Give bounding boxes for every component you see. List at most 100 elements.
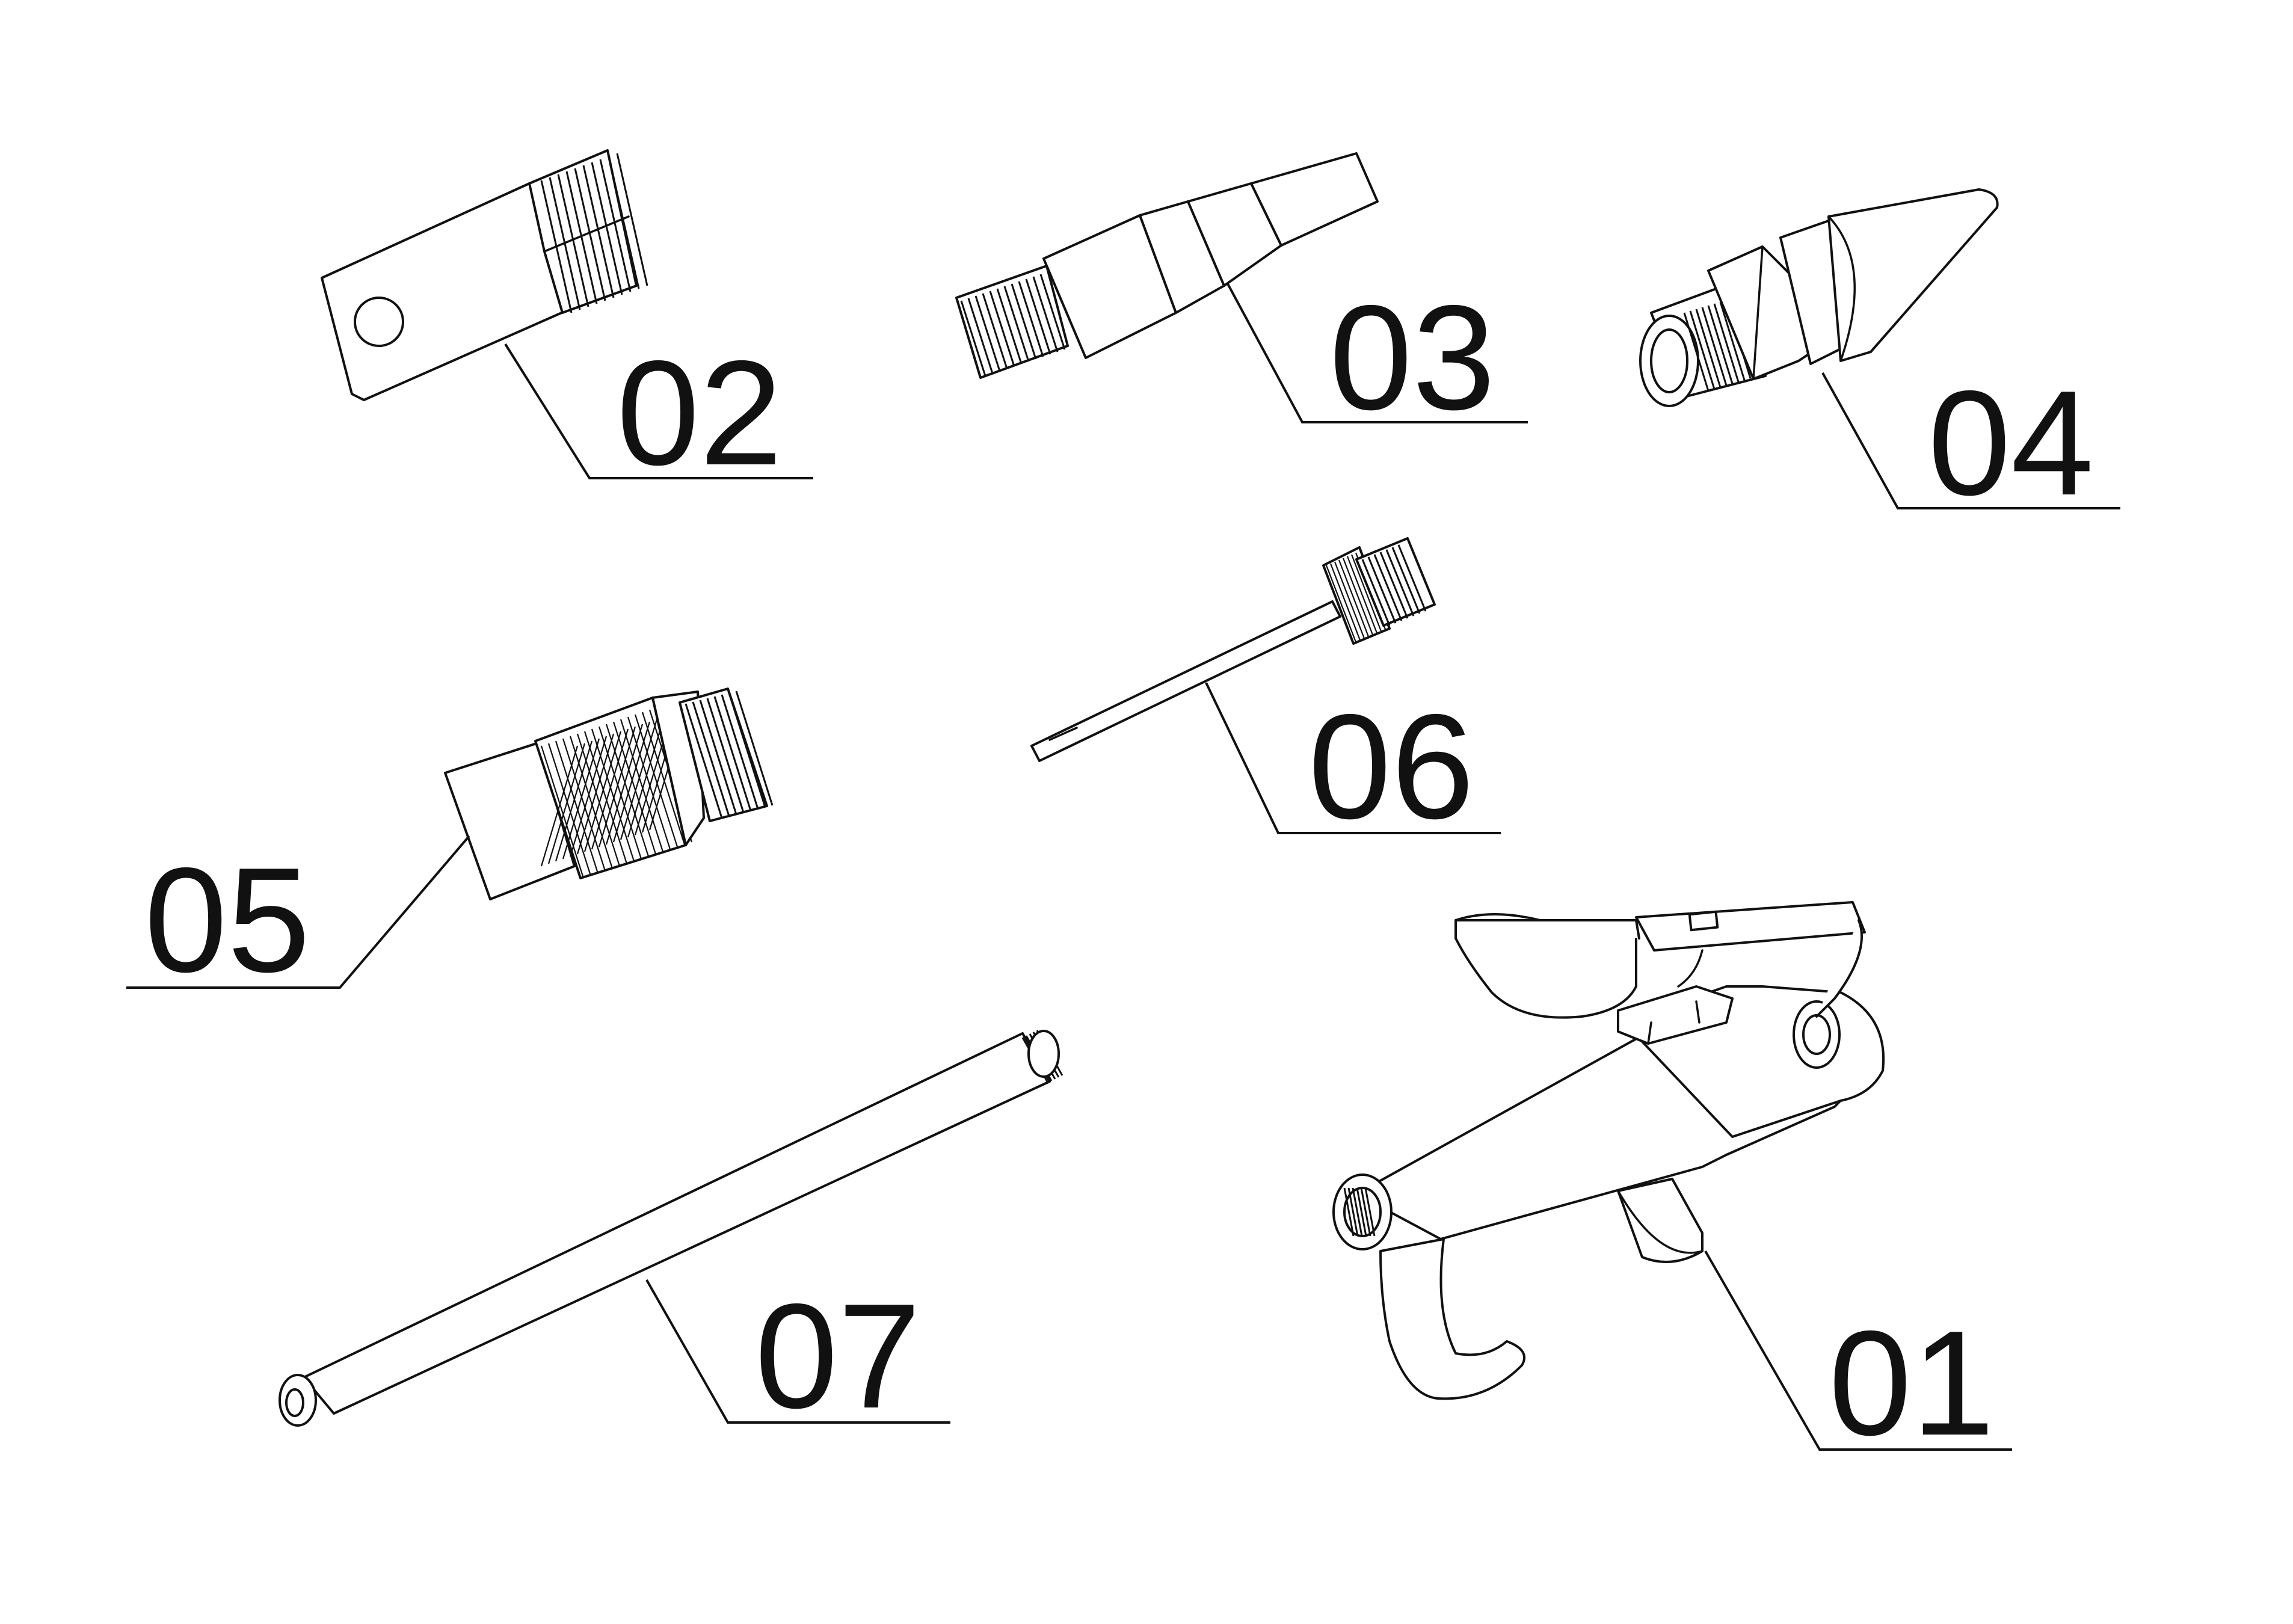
thread-line xyxy=(1018,281,1044,357)
knurl-line xyxy=(620,719,658,840)
knurl-line xyxy=(1346,556,1379,635)
thread-line xyxy=(1707,305,1734,384)
thread-line xyxy=(1385,549,1415,617)
knurl-line xyxy=(1329,563,1362,642)
thread-line xyxy=(1391,547,1421,614)
thread-line xyxy=(1356,1187,1367,1237)
thread-line xyxy=(982,293,1008,369)
thread-line xyxy=(591,162,623,295)
thread-line xyxy=(1347,1187,1359,1237)
label-06: 06 xyxy=(1308,683,1474,850)
thread-line xyxy=(996,288,1023,364)
thread-line xyxy=(728,692,766,808)
knurl-line xyxy=(1325,565,1358,644)
blow-gun-body-icon xyxy=(1332,901,2012,1451)
thread-line xyxy=(1689,310,1716,390)
thread-line xyxy=(721,694,759,810)
knurl-line xyxy=(598,726,642,860)
thread-line xyxy=(1367,556,1397,624)
thread-line xyxy=(974,295,1001,372)
thread-line xyxy=(574,168,606,301)
thread-line xyxy=(1352,1187,1363,1237)
thread-line xyxy=(685,703,723,819)
thread-line xyxy=(1361,559,1391,626)
thread-line xyxy=(735,691,774,806)
knurl-line xyxy=(540,745,579,867)
knurl-line xyxy=(562,738,606,872)
thread-line xyxy=(599,159,632,292)
thread-line xyxy=(1713,303,1740,383)
rubber-tip-nozzle-icon xyxy=(1639,188,2120,509)
knurl-line xyxy=(1338,559,1370,639)
thread-line xyxy=(1364,1187,1376,1237)
needle-inflator-icon xyxy=(1030,537,1501,834)
label-05: 05 xyxy=(144,836,310,1003)
knurl-line xyxy=(1342,558,1374,637)
knurl-line xyxy=(605,724,644,845)
knurl-line xyxy=(562,738,600,860)
thread-line xyxy=(960,300,986,377)
knurl-line xyxy=(612,721,651,843)
thread-line xyxy=(1379,552,1409,619)
thread-line xyxy=(989,291,1015,367)
knurl-line xyxy=(641,712,686,845)
label-02: 02 xyxy=(617,329,783,496)
knurl-line xyxy=(583,731,628,864)
knurl-line xyxy=(1334,561,1366,641)
knurl-line xyxy=(576,733,621,867)
knurl-line xyxy=(583,731,622,852)
knurl-line xyxy=(612,721,657,855)
knurl-line xyxy=(605,724,650,857)
label-07: 07 xyxy=(755,1272,921,1439)
knurl-line xyxy=(627,716,665,838)
flat-tab-nozzle-icon xyxy=(321,149,813,479)
thread-line xyxy=(616,153,648,286)
thread-line xyxy=(1011,283,1037,360)
knurl-line xyxy=(569,736,614,869)
thread-line xyxy=(1343,1187,1355,1237)
thread-line xyxy=(1683,312,1710,392)
thread-line xyxy=(1003,286,1030,362)
knurl-line xyxy=(547,743,586,864)
thread-line xyxy=(692,701,730,817)
thread-line xyxy=(706,698,745,813)
thread-line xyxy=(713,696,752,811)
thread-line xyxy=(1397,544,1427,612)
knurl-line xyxy=(1350,554,1383,633)
knurl-line xyxy=(547,743,592,876)
knurl-line xyxy=(598,726,636,847)
knurl-line xyxy=(540,745,585,879)
thread-line xyxy=(1039,274,1066,350)
extension-tube-icon xyxy=(279,1030,1063,1427)
thread-line xyxy=(699,700,737,815)
thread-line xyxy=(1032,276,1059,352)
thread-line xyxy=(540,180,573,313)
thread-line xyxy=(549,177,581,310)
thread-line xyxy=(608,156,640,289)
knurl-line xyxy=(555,740,593,862)
label-01: 01 xyxy=(1829,1299,1995,1466)
label-04: 04 xyxy=(1928,359,2094,526)
knurled-adapter-icon xyxy=(126,687,774,989)
thread-line xyxy=(1719,301,1746,381)
knurl-line xyxy=(555,740,599,874)
thread-line xyxy=(582,165,615,298)
stepped-cone-nozzle-icon xyxy=(955,152,1528,423)
thread-line xyxy=(967,298,994,374)
label-03: 03 xyxy=(1329,274,1495,441)
thread-line xyxy=(1373,554,1403,621)
knurl-line xyxy=(620,719,664,852)
knurl-line xyxy=(634,714,679,847)
knurl-line xyxy=(627,716,671,850)
knurl-line xyxy=(591,728,629,850)
thread-line xyxy=(1025,278,1051,355)
thread-line xyxy=(557,174,589,307)
thread-line xyxy=(1701,307,1728,386)
knurl-line xyxy=(591,728,635,862)
thread-line xyxy=(1695,309,1722,388)
thread-line xyxy=(1360,1187,1371,1237)
knurl-line xyxy=(569,736,608,857)
thread-line xyxy=(565,171,598,304)
knurl-line xyxy=(576,733,615,855)
